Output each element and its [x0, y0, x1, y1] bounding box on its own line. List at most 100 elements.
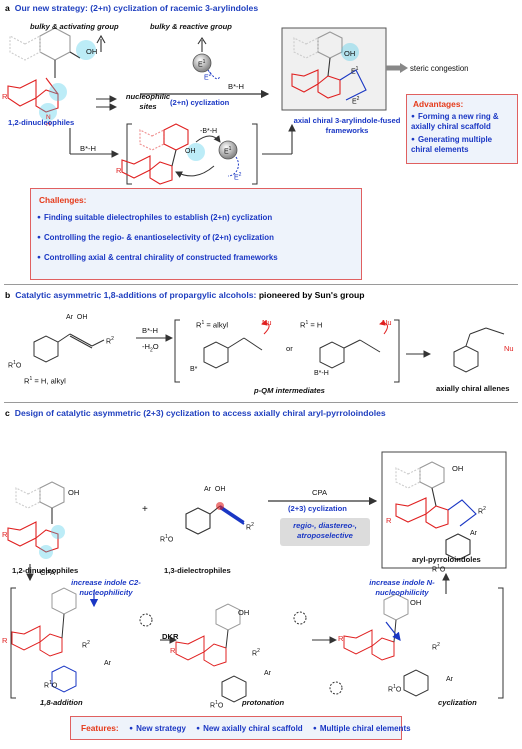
features-heading: Features:	[81, 723, 119, 733]
label-r2-mech3: R2	[432, 642, 440, 652]
label-r2-mech1: R2	[82, 640, 90, 650]
section-b-allene-structure	[453, 327, 505, 373]
label-ar-oh-c: Ar OH	[204, 486, 226, 493]
challenge-item-2: Controlling the regio- & enantioselectiv…	[37, 233, 274, 242]
label-ar-product-c: Ar	[470, 530, 477, 537]
label-r-mech3: R	[338, 634, 344, 643]
label-cyclization-a: (2+n) cyclization	[170, 98, 230, 107]
challenge-item-1: Finding suitable dielectrophiles to esta…	[37, 213, 272, 222]
features-box: Features: New strategy New axially chira…	[70, 716, 411, 740]
label-r1o-b: R1O	[8, 360, 22, 370]
label-e2-ball: E2	[204, 72, 212, 82]
section-c-mechanism-structures	[11, 587, 429, 703]
label-r1o-c: R1O	[160, 534, 174, 544]
section-b-qm-structures	[203, 337, 381, 369]
label-r1o-mech3: R1O	[388, 684, 402, 694]
label-dielectrophiles: 1,3-dielectrophiles	[164, 566, 231, 575]
challenges-box: Challenges: Finding suitable dielectroph…	[30, 188, 362, 280]
label-r2-product-c: R2	[478, 506, 486, 516]
label-oh-product-c: OH	[452, 464, 464, 473]
label-ar-mech1: Ar	[104, 660, 111, 667]
label-bstarh-b: B*-H	[314, 370, 329, 377]
advantage-item-1: Forming a new ring & axially chiral scaf…	[411, 112, 515, 132]
feature-item-3: Multiple chiral elements	[313, 724, 411, 733]
label-r1o-mech2: R1O	[210, 700, 224, 710]
section-a-substrate-structure	[7, 27, 96, 121]
advantage-item-2: Generating multiple chiral elements	[411, 135, 515, 155]
label-product-caption-a: axial chiral 3-arylindole-fused framewor…	[293, 116, 401, 135]
advantages-heading: Advantages:	[413, 99, 464, 109]
label-step-1: 1,8-addition	[40, 698, 83, 707]
label-bulky-activating: bulky & activating group	[30, 22, 119, 31]
label-ar-oh-b: Ar OH	[66, 314, 88, 321]
features-row: Features: New strategy New axially chira…	[81, 723, 419, 733]
feature-item-1: New strategy	[129, 724, 186, 733]
label-nu-2: Nu	[382, 318, 392, 327]
label-bstar-b: B*	[190, 366, 198, 373]
label-step-3: cyclization	[438, 698, 477, 707]
label-ar-mech2: Ar	[264, 670, 271, 677]
label-e1-product: E1	[351, 66, 359, 76]
label-r2-mech2: R2	[252, 648, 260, 658]
label-cpa-c: CPA	[312, 488, 328, 497]
label-qm: p-QM intermediates	[254, 386, 325, 395]
divider-bc	[4, 402, 518, 403]
label-oh-mech3: OH	[410, 598, 422, 607]
label-oh-c: OH	[68, 488, 80, 497]
label-e2-intermediate: E2	[234, 172, 242, 182]
challenges-heading: Challenges:	[39, 195, 87, 205]
divider-ab	[4, 284, 518, 285]
label-bh-b: B*-H	[142, 326, 159, 335]
feature-item-2: New axially chiral scaffold	[196, 724, 303, 733]
label-increase-n: increase indole N-nucleophilicity	[369, 578, 435, 597]
advantages-box: Advantages: Forming a new ring & axially…	[406, 94, 518, 164]
section-c-product-structure	[395, 461, 477, 561]
section-a-intermediate-structure	[121, 123, 205, 185]
label-oh-product-a: OH	[344, 49, 356, 58]
label-selectivity: regio-, diastereo-, atroposelective	[293, 521, 357, 540]
section-c-dinucleophile-structure	[7, 481, 65, 559]
label-oh-intermediate: OH	[185, 148, 196, 155]
label-r1-cond-b: R1 = H, alkyl	[24, 376, 66, 386]
selectivity-pill: regio-, diastereo-, atroposelective	[280, 518, 370, 546]
label-steric: steric congestion	[410, 64, 469, 73]
label-step-2: protonation	[242, 698, 285, 707]
label-increase-c2: increase indole C2-nucleophilicity	[71, 578, 141, 597]
label-r-mech1: R	[2, 636, 8, 645]
label-bh-intermediate: -B*-H	[200, 128, 218, 135]
section-a-product-structure	[291, 31, 367, 101]
label-r1-h: R1 = H	[300, 320, 323, 330]
label-nucleophilic-sites: nucleophilic sites	[125, 92, 171, 111]
label-cpa-down: CPA	[40, 568, 56, 577]
label-allenes: axially chiral allenes	[436, 384, 510, 393]
label-cyclization-c: (2+3) cyclization	[288, 504, 347, 513]
label-h2o-b: -H2O	[142, 342, 159, 354]
label-r-intermediate: R	[116, 166, 122, 175]
label-or-b: or	[286, 344, 293, 353]
label-aryl-pyrroloindoles: aryl-pyrroloindoles	[412, 555, 481, 564]
label-r1o-mech1: R1O	[44, 680, 58, 690]
section-c-dielectrophile-structure	[185, 505, 245, 535]
label-ar-mech3: Ar	[446, 676, 453, 683]
label-dinucleophiles-c: 1,2-dinucleophiles	[12, 566, 79, 575]
label-r-c: R	[2, 530, 8, 539]
section-b-propargyl-structure	[33, 333, 105, 363]
label-e2-product: E2	[352, 96, 360, 106]
label-r2-b: R2	[106, 336, 114, 346]
label-oh-a: OH	[86, 47, 98, 56]
label-r2-c: R2	[246, 522, 254, 532]
challenge-item-3: Controlling axial & central chirality of…	[37, 253, 278, 262]
label-bulky-reactive: bulky & reactive group	[150, 22, 232, 31]
label-oh-mech2: OH	[238, 608, 250, 617]
label-e1-intermediate: E1	[224, 146, 232, 156]
label-nu-allene: Nu	[504, 344, 514, 353]
label-r-a: R	[2, 92, 8, 101]
label-r-mech2: R	[170, 646, 176, 655]
label-dinucleophiles-a: 1,2-dinucleophiles	[8, 118, 75, 127]
label-dkr: DKR	[162, 632, 179, 641]
